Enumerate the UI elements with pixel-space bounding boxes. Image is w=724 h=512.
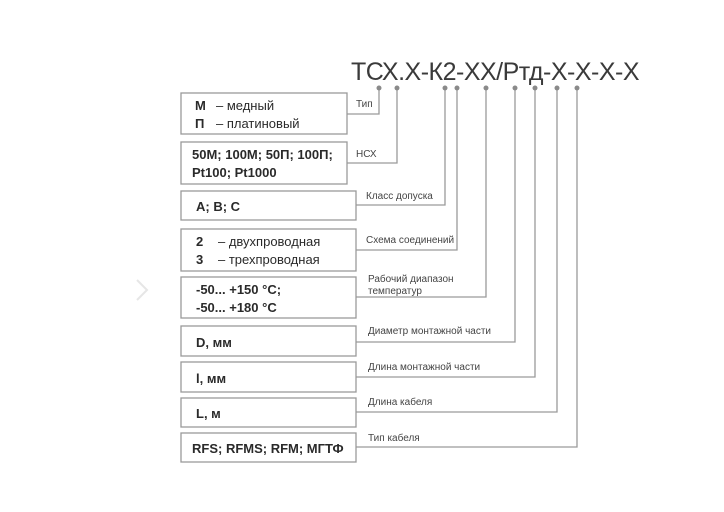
svg-text:3: 3 (196, 252, 203, 267)
svg-text:-50... +150 °C;: -50... +150 °C; (196, 282, 281, 297)
label-diameter: Диаметр монтажной части (368, 326, 491, 337)
svg-text:– медный: – медный (216, 98, 274, 113)
label-type: Тип (356, 99, 373, 110)
box-temperature-range: -50... +150 °C; -50... +180 °C Рабочий д… (180, 273, 454, 319)
box-type: М – медный П – платиновый Тип (180, 92, 373, 135)
box-tolerance-class: A; B; C Класс допуска (180, 190, 433, 221)
label-wiring-scheme: Схема соединений (366, 235, 454, 246)
svg-text:– двухпроводная: – двухпроводная (218, 234, 320, 249)
connectors (347, 90, 578, 448)
connector-dots (376, 85, 580, 91)
box-cable-length: L, м Длина кабеля (180, 396, 432, 428)
box-nsx: 50М; 100М; 50П; 100П; Pt100; Pt1000 НСХ (180, 141, 377, 185)
svg-text:М: М (195, 98, 206, 113)
label-nsx: НСХ (356, 149, 377, 160)
designation-title: ТСХ.Х-К2-ХХ/Ртд-Х-Х-Х-Х (351, 58, 640, 86)
svg-text:RFS; RFMS; RFM; МГТФ: RFS; RFMS; RFM; МГТФ (192, 441, 344, 456)
svg-text:A; B; C: A; B; C (196, 199, 241, 214)
svg-text:D, мм: D, мм (196, 335, 232, 350)
svg-text:– платиновый: – платиновый (216, 116, 300, 131)
label-temperature-range-2: температур (368, 286, 422, 297)
label-temperature-range-1: Рабочий диапазон (368, 273, 454, 285)
label-cable-length: Длина кабеля (368, 396, 432, 408)
box-wiring-scheme: 2 – двухпроводная 3 – трехпроводная Схем… (180, 228, 454, 272)
box-diameter: D, мм Диаметр монтажной части (180, 325, 491, 357)
svg-text:– трехпроводная: – трехпроводная (218, 252, 320, 267)
label-cable-type: Тип кабеля (368, 432, 420, 444)
chevron-right-icon[interactable] (136, 279, 149, 301)
label-tolerance-class: Класс допуска (366, 191, 433, 202)
svg-text:П: П (195, 116, 204, 131)
svg-text:L, м: L, м (196, 406, 221, 421)
box-mounting-length: l, мм Длина монтажной части (180, 361, 480, 393)
svg-text:l, мм: l, мм (196, 371, 226, 386)
label-mounting-length: Длина монтажной части (368, 362, 480, 373)
svg-text:Pt100; Pt1000: Pt100; Pt1000 (192, 165, 277, 180)
svg-text:50М; 100М; 50П; 100П;: 50М; 100М; 50П; 100П; (192, 147, 333, 162)
box-cable-type: RFS; RFMS; RFM; МГТФ Тип кабеля (180, 432, 420, 463)
svg-text:-50... +180 °C: -50... +180 °C (196, 300, 277, 315)
svg-text:2: 2 (196, 234, 203, 249)
